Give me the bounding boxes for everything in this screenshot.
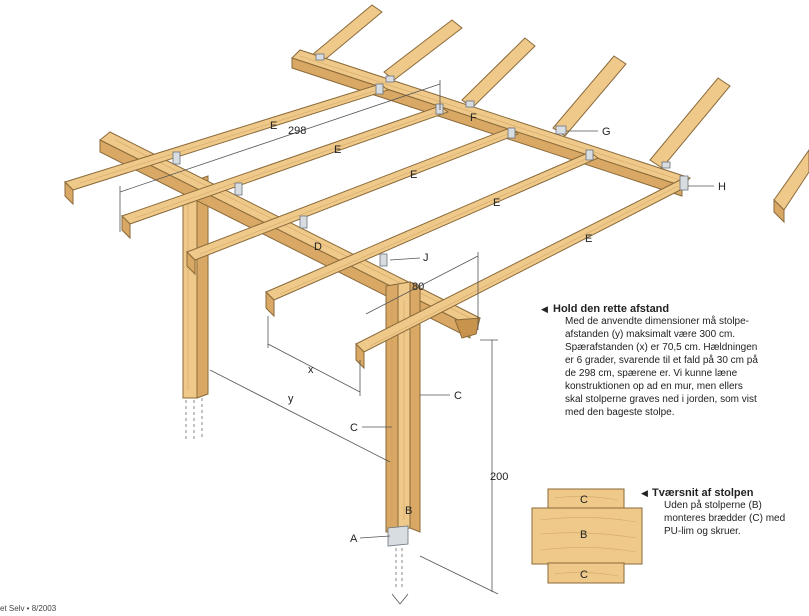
label-e-1: E xyxy=(270,120,277,132)
cross-label-bottom: C xyxy=(580,569,588,581)
label-j: J xyxy=(423,252,429,264)
note-cross-section-title: Tværsnit af stolpen xyxy=(652,487,754,499)
rafters-e xyxy=(64,83,689,370)
rafter-brackets xyxy=(172,53,689,267)
label-f: F xyxy=(470,112,477,124)
rafter-e-2 xyxy=(121,105,450,240)
label-d: D xyxy=(314,241,322,253)
label-x: x xyxy=(308,364,314,376)
label-a: A xyxy=(350,533,358,545)
page-credit: et Selv • 8/2003 xyxy=(0,604,57,613)
beam-d xyxy=(99,131,481,339)
cross-label-middle: B xyxy=(580,529,587,541)
triangle-pointer-icon: ◀ xyxy=(641,488,648,498)
label-e-3: E xyxy=(410,169,417,181)
back-rafter-ends xyxy=(311,4,731,169)
dimension-lines xyxy=(119,80,714,595)
cross-label-top: C xyxy=(580,494,588,506)
label-e-4: E xyxy=(493,197,500,209)
dim-80: 80 xyxy=(412,281,424,293)
label-e-5: E xyxy=(585,233,592,245)
post-cross-section: C B C xyxy=(531,488,643,584)
label-b: B xyxy=(405,505,412,517)
bracket-g xyxy=(555,125,567,135)
label-c-left: C xyxy=(350,422,358,434)
rafter-e-3 xyxy=(186,127,520,276)
rafter-fragment-right xyxy=(773,149,809,224)
note-cross-section: ◀ Tværsnit af stolpen Uden på stolperne … xyxy=(641,487,802,538)
triangle-pointer-icon: ◀ xyxy=(541,304,548,314)
bracket-h xyxy=(679,175,689,191)
note-distance-body: Med de anvendte dimensioner må stolpe-af… xyxy=(565,316,758,418)
post-back xyxy=(182,175,209,440)
rafter-e-4 xyxy=(265,151,599,318)
part-labels: E E E E E F G H J D C C A B x y 298 80 2… xyxy=(270,112,726,545)
label-h: H xyxy=(718,181,726,193)
note-distance: ◀ Hold den rette afstand Med de anvendte… xyxy=(541,303,758,419)
label-y: y xyxy=(288,393,294,405)
label-g: G xyxy=(602,126,611,138)
note-distance-title: Hold den rette afstand xyxy=(553,303,670,315)
dim-200: 200 xyxy=(490,471,508,483)
label-c-right: C xyxy=(454,390,462,402)
label-e-2: E xyxy=(334,144,341,156)
note-cross-section-body: Uden på stolperne (B) monteres brædder (… xyxy=(664,500,786,537)
rafter-e-1 xyxy=(64,83,390,206)
dim-298: 298 xyxy=(288,125,306,137)
